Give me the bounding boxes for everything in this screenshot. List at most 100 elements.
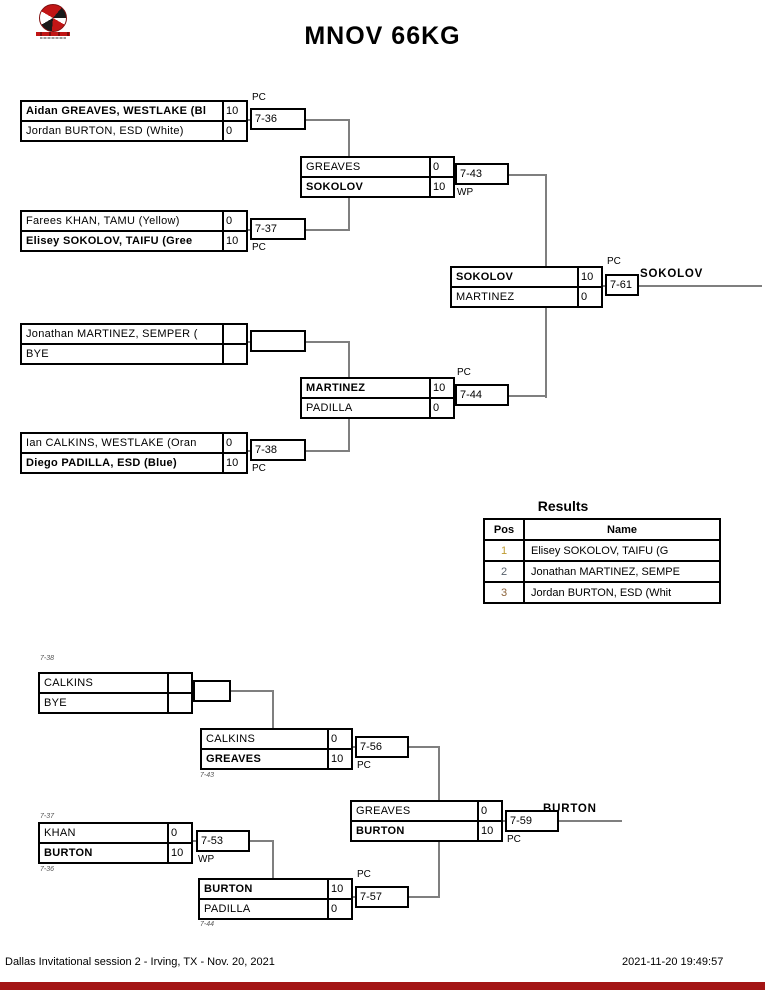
player-name: Jordan BURTON, ESD (White)	[22, 122, 224, 140]
match-number: 7-43	[455, 163, 509, 185]
player-score: 10	[171, 847, 184, 859]
player-score: 10	[226, 457, 239, 469]
result-name: Jonathan MARTINEZ, SEMPE	[531, 565, 680, 578]
player-name: CALKINS	[202, 730, 329, 748]
connector-line	[348, 417, 350, 452]
player-name: Jonathan MARTINEZ, SEMPER (	[22, 325, 224, 343]
player-score: 10	[433, 181, 446, 193]
player-name: BURTON	[352, 822, 479, 840]
player-score: 0	[481, 805, 488, 817]
match-number: 7-59	[505, 810, 559, 832]
player-score: 10	[581, 271, 594, 283]
org-logo-text-line	[36, 32, 70, 36]
loser-ref: 7-44	[200, 921, 215, 928]
winner-line	[603, 285, 762, 287]
connector-line	[272, 690, 274, 728]
player-name: GREAVES	[352, 802, 479, 820]
match-number	[250, 330, 306, 352]
connector-line	[348, 196, 350, 231]
results-title: Results	[537, 498, 589, 514]
result-name: Jordan BURTON, ESD (Whit	[531, 586, 672, 599]
match-number: 7-53	[196, 830, 250, 852]
player-score	[169, 694, 191, 712]
player-score: 10	[331, 753, 344, 765]
org-logo	[36, 4, 70, 40]
win-code: PC	[252, 92, 266, 103]
loser-ref: 7-38	[40, 655, 55, 662]
player-score: 0	[331, 903, 338, 915]
match-box-7-37: Farees KHAN, TAMU (Yellow)0 Elisey SOKOL…	[20, 210, 248, 252]
connector-line	[438, 746, 440, 802]
player-score: 0	[331, 733, 338, 745]
player-score: 0	[226, 215, 233, 227]
connector-line	[348, 341, 350, 379]
results-row-2: 2 Jonathan MARTINEZ, SEMPE	[485, 560, 719, 581]
loser-ref: 7-37	[40, 813, 55, 820]
results-row-1: 1 Elisey SOKOLOV, TAIFU (G	[485, 539, 719, 560]
match-number: 7-38	[250, 439, 306, 461]
match-number: 7-37	[250, 218, 306, 240]
win-code: PC	[357, 760, 371, 771]
win-code: PC	[607, 256, 621, 267]
player-name: CALKINS	[40, 674, 169, 692]
org-logo-subtext-line	[40, 37, 66, 39]
win-code: PC	[457, 367, 471, 378]
results-table: Pos Name 1 Elisey SOKOLOV, TAIFU (G 2 Jo…	[483, 518, 721, 604]
player-name: Elisey SOKOLOV, TAIFU (Gree	[22, 232, 224, 250]
player-score: 0	[226, 125, 233, 137]
match-number: 7-56	[355, 736, 409, 758]
match-number: 7-36	[250, 108, 306, 130]
match-box-bye: Jonathan MARTINEZ, SEMPER ( BYE	[20, 323, 248, 365]
player-score	[224, 345, 246, 363]
player-score: 10	[481, 825, 494, 837]
connector-line	[272, 840, 274, 878]
match-number: 7-57	[355, 886, 409, 908]
player-score: 0	[433, 402, 440, 414]
result-name: Elisey SOKOLOV, TAIFU (G	[531, 544, 669, 557]
player-name: GREAVES	[302, 158, 431, 176]
match-number	[193, 680, 231, 702]
timestamp: 2021-11-20 19:49:57	[622, 956, 724, 968]
player-name: MARTINEZ	[302, 379, 431, 397]
match-number: 7-44	[455, 384, 509, 406]
player-name: Aidan GREAVES, WESTLAKE (Bl	[22, 102, 224, 120]
event-info: Dallas Invitational session 2 - Irving, …	[5, 956, 275, 968]
connector-line	[348, 119, 350, 157]
result-position: 3	[485, 583, 525, 602]
org-logo-icon	[39, 4, 67, 32]
player-name: SOKOLOV	[302, 178, 431, 196]
player-name: KHAN	[40, 824, 169, 842]
loser-ref: 7-43	[200, 772, 215, 779]
result-position: 2	[485, 562, 525, 581]
match-number: 7-61	[605, 274, 639, 296]
third-place-winner-name: BURTON	[543, 803, 597, 815]
player-name: Farees KHAN, TAMU (Yellow)	[22, 212, 224, 230]
rep-match-box-bye: CALKINS BYE	[38, 672, 193, 714]
winner-line	[503, 820, 622, 822]
page-title: MNOV 66KG	[304, 22, 461, 50]
win-code: PC	[357, 869, 371, 880]
player-name: SOKOLOV	[452, 268, 579, 286]
results-header-pos: Pos	[485, 520, 525, 539]
player-score	[169, 674, 191, 692]
win-code: WP	[198, 854, 215, 865]
results-header-name: Name	[607, 523, 637, 536]
win-code: WP	[457, 187, 474, 198]
win-code: PC	[252, 463, 266, 474]
player-score: 10	[331, 883, 344, 895]
player-name: PADILLA	[302, 399, 431, 417]
player-name: BURTON	[40, 844, 169, 862]
win-code: PC	[252, 242, 266, 253]
champion-name: SOKOLOV	[640, 268, 704, 280]
player-score: 0	[581, 291, 588, 303]
connector-line	[545, 306, 547, 398]
player-name: PADILLA	[200, 900, 329, 918]
